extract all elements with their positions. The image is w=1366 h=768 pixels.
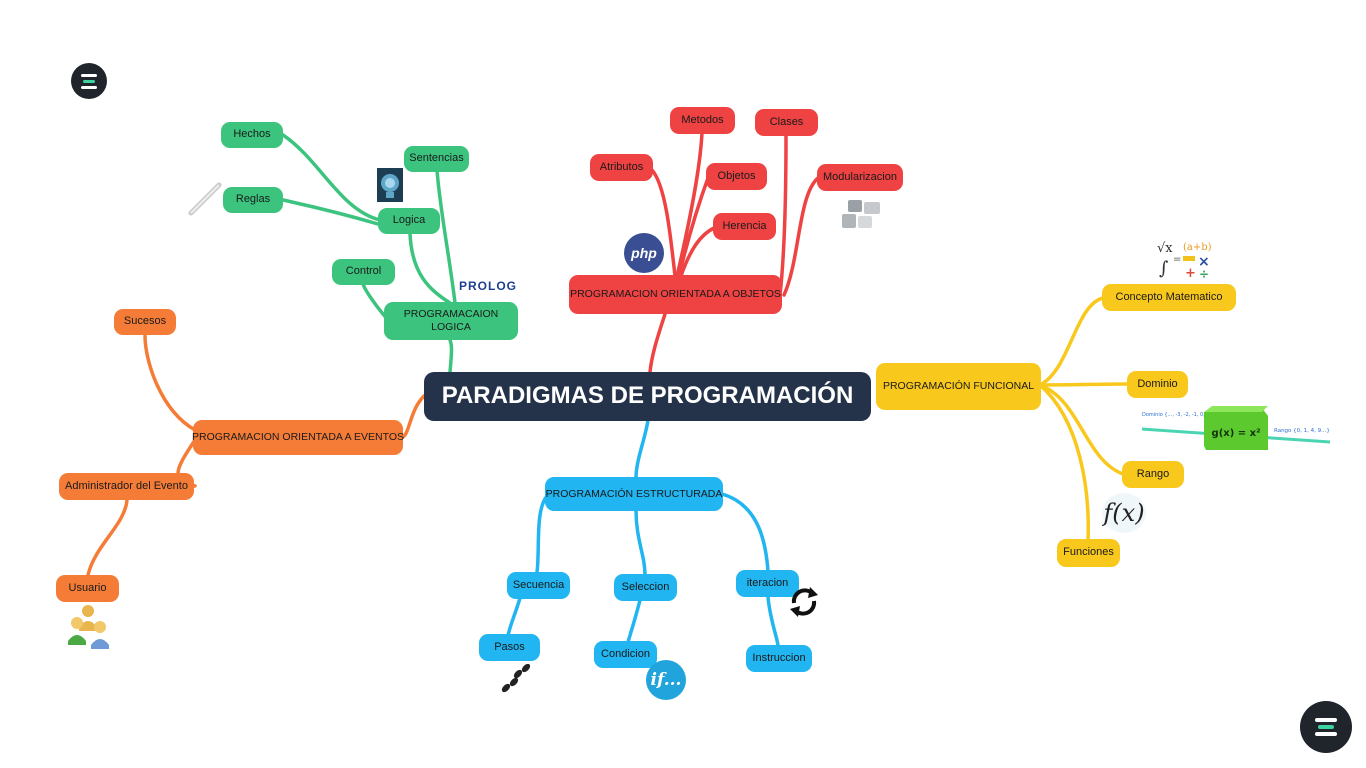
node-clases[interactable]: Clases [755, 109, 818, 136]
node-reglas[interactable]: Reglas [223, 187, 283, 213]
ruler-icon [188, 182, 222, 216]
node-control[interactable]: Control [332, 259, 395, 285]
node-condicion[interactable]: Condicion [594, 641, 657, 668]
node-logica[interactable]: Logica [378, 208, 440, 234]
if-icon: if... [646, 660, 686, 700]
node-concepto-matematico[interactable]: Concepto Matematico [1102, 284, 1236, 311]
node-rango[interactable]: Rango [1122, 461, 1184, 488]
node-administrador-evento[interactable]: Administrador del Evento [59, 473, 194, 500]
node-herencia[interactable]: Herencia [713, 213, 776, 240]
svg-text:√x: √x [1157, 241, 1173, 256]
function-box-icon: Dominio {..., -3, -2, -1, 0, 1, 2, 3, ..… [1141, 406, 1331, 450]
svg-text:g(x) = x²: g(x) = x² [1212, 428, 1261, 439]
node-seleccion[interactable]: Seleccion [614, 574, 677, 601]
svg-text:php: php [630, 245, 657, 261]
node-funciones[interactable]: Funciones [1057, 539, 1120, 567]
node-secuencia[interactable]: Secuencia [507, 572, 570, 599]
node-hechos[interactable]: Hechos [221, 122, 283, 148]
svg-text:×: × [1198, 254, 1210, 270]
php-logo-icon: php [624, 233, 664, 273]
app-logo-icon[interactable] [1300, 701, 1352, 753]
central-topic[interactable]: PARADIGMAS DE PROGRAMACIÓN [424, 372, 871, 421]
node-programacion-funcional[interactable]: PROGRAMACIÓN FUNCIONAL [876, 363, 1041, 410]
app-logo-icon [71, 63, 107, 99]
node-programacion-eventos[interactable]: PROGRAMACION ORIENTADA A EVENTOS [192, 420, 404, 455]
node-pasos[interactable]: Pasos [479, 634, 540, 661]
node-iteracion[interactable]: iteracion [736, 570, 799, 597]
footsteps-icon [501, 663, 531, 693]
math-symbols-icon: √x (a+b) ∫ = × + ÷ [1157, 241, 1212, 280]
svg-text:Dominio {..., -3, -2, -1, 0, 1: Dominio {..., -3, -2, -1, 0, 1, 2, 3, ..… [1142, 412, 1233, 418]
puzzle-icon [842, 200, 880, 228]
node-metodos[interactable]: Metodos [670, 107, 735, 134]
prolog-logo-icon: PROLOG [459, 279, 518, 293]
node-sentencias[interactable]: Sentencias [404, 146, 469, 172]
node-modularizacion[interactable]: Modularizacion [817, 164, 903, 191]
users-icon [68, 605, 109, 649]
node-dominio[interactable]: Dominio [1127, 371, 1188, 398]
svg-text:+: + [1185, 266, 1196, 280]
node-programacion-logica[interactable]: PROGRAMACAION LOGICA [384, 302, 518, 340]
node-programacion-estructurada[interactable]: PROGRAMACIÓN ESTRUCTURADA [545, 477, 723, 511]
node-usuario[interactable]: Usuario [56, 575, 119, 602]
node-objetos[interactable]: Objetos [706, 163, 767, 190]
fx-icon: f(x) [1102, 493, 1146, 533]
node-instruccion[interactable]: Instruccion [746, 645, 812, 672]
svg-text:÷: ÷ [1199, 267, 1209, 280]
node-sucesos[interactable]: Sucesos [114, 309, 176, 335]
svg-text:∫: ∫ [1159, 258, 1169, 279]
svg-text:=: = [1173, 254, 1181, 265]
brain-icon [377, 168, 403, 202]
node-atributos[interactable]: Atributos [590, 154, 653, 181]
refresh-icon [790, 587, 818, 617]
svg-text:Rango {0, 1, 4, 9...}: Rango {0, 1, 4, 9...} [1274, 428, 1330, 434]
node-programacion-objetos[interactable]: PROGRAMACION ORIENTADA A OBJETOS [569, 275, 782, 314]
svg-text:(a+b): (a+b) [1183, 242, 1212, 253]
